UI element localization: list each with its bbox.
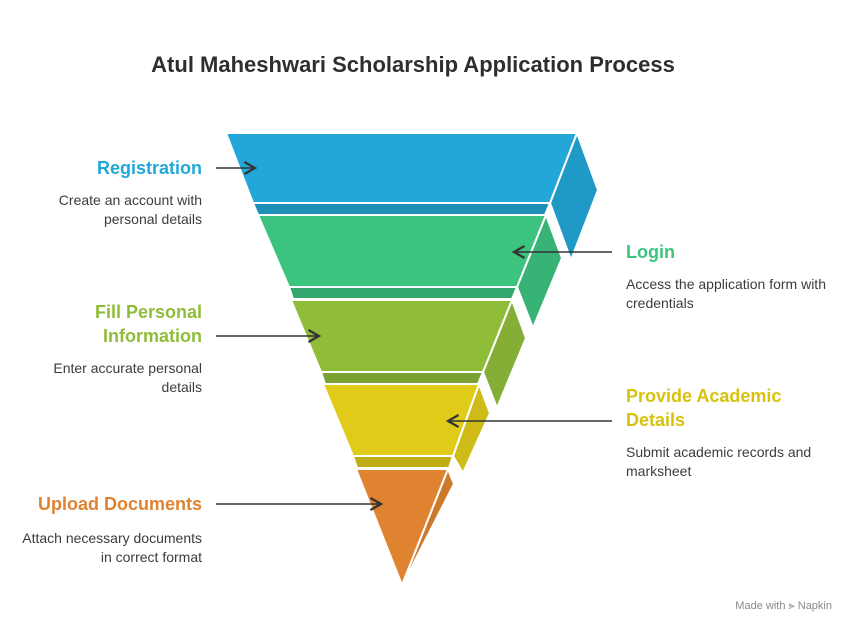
funnel-ledge-fill-personal xyxy=(320,371,484,385)
stage-desc-login: Access the application form with credent… xyxy=(626,276,826,311)
stage-title-upload: Upload Documents xyxy=(37,494,202,514)
stage-title-fill-personal: Fill Personal Information xyxy=(94,302,202,346)
funnel-face-academic xyxy=(322,383,480,457)
napkin-credit: Made with ⪢ Napkin xyxy=(735,600,832,612)
stage-title-academic: Provide Academic Details xyxy=(626,386,782,430)
stage-desc-fill-personal: Enter accurate personal details xyxy=(53,360,202,395)
funnel-face-upload xyxy=(355,468,449,586)
funnel-ledge-login xyxy=(288,286,518,300)
diagram-title: Atul Maheshwari Scholarship Application … xyxy=(151,52,675,77)
stage-desc-registration: Create an account with personal details xyxy=(58,192,202,227)
funnel-ledge-academic xyxy=(352,455,454,469)
funnel-face-registration xyxy=(225,132,578,204)
funnel-layer-upload xyxy=(355,468,455,586)
funnel-layer-academic xyxy=(322,383,491,474)
stage-title-login: Login xyxy=(626,242,675,262)
funnel-layer-fill-personal xyxy=(290,299,527,409)
stage-desc-academic: Submit academic records and marksheet xyxy=(626,444,812,479)
stage-title-registration: Registration xyxy=(96,158,202,178)
funnel-face-fill-personal xyxy=(290,299,513,373)
funnel-face-login xyxy=(257,214,547,288)
stage-desc-upload: Attach necessary documents in correct fo… xyxy=(22,530,202,565)
funnel-ledge-registration xyxy=(252,202,551,216)
